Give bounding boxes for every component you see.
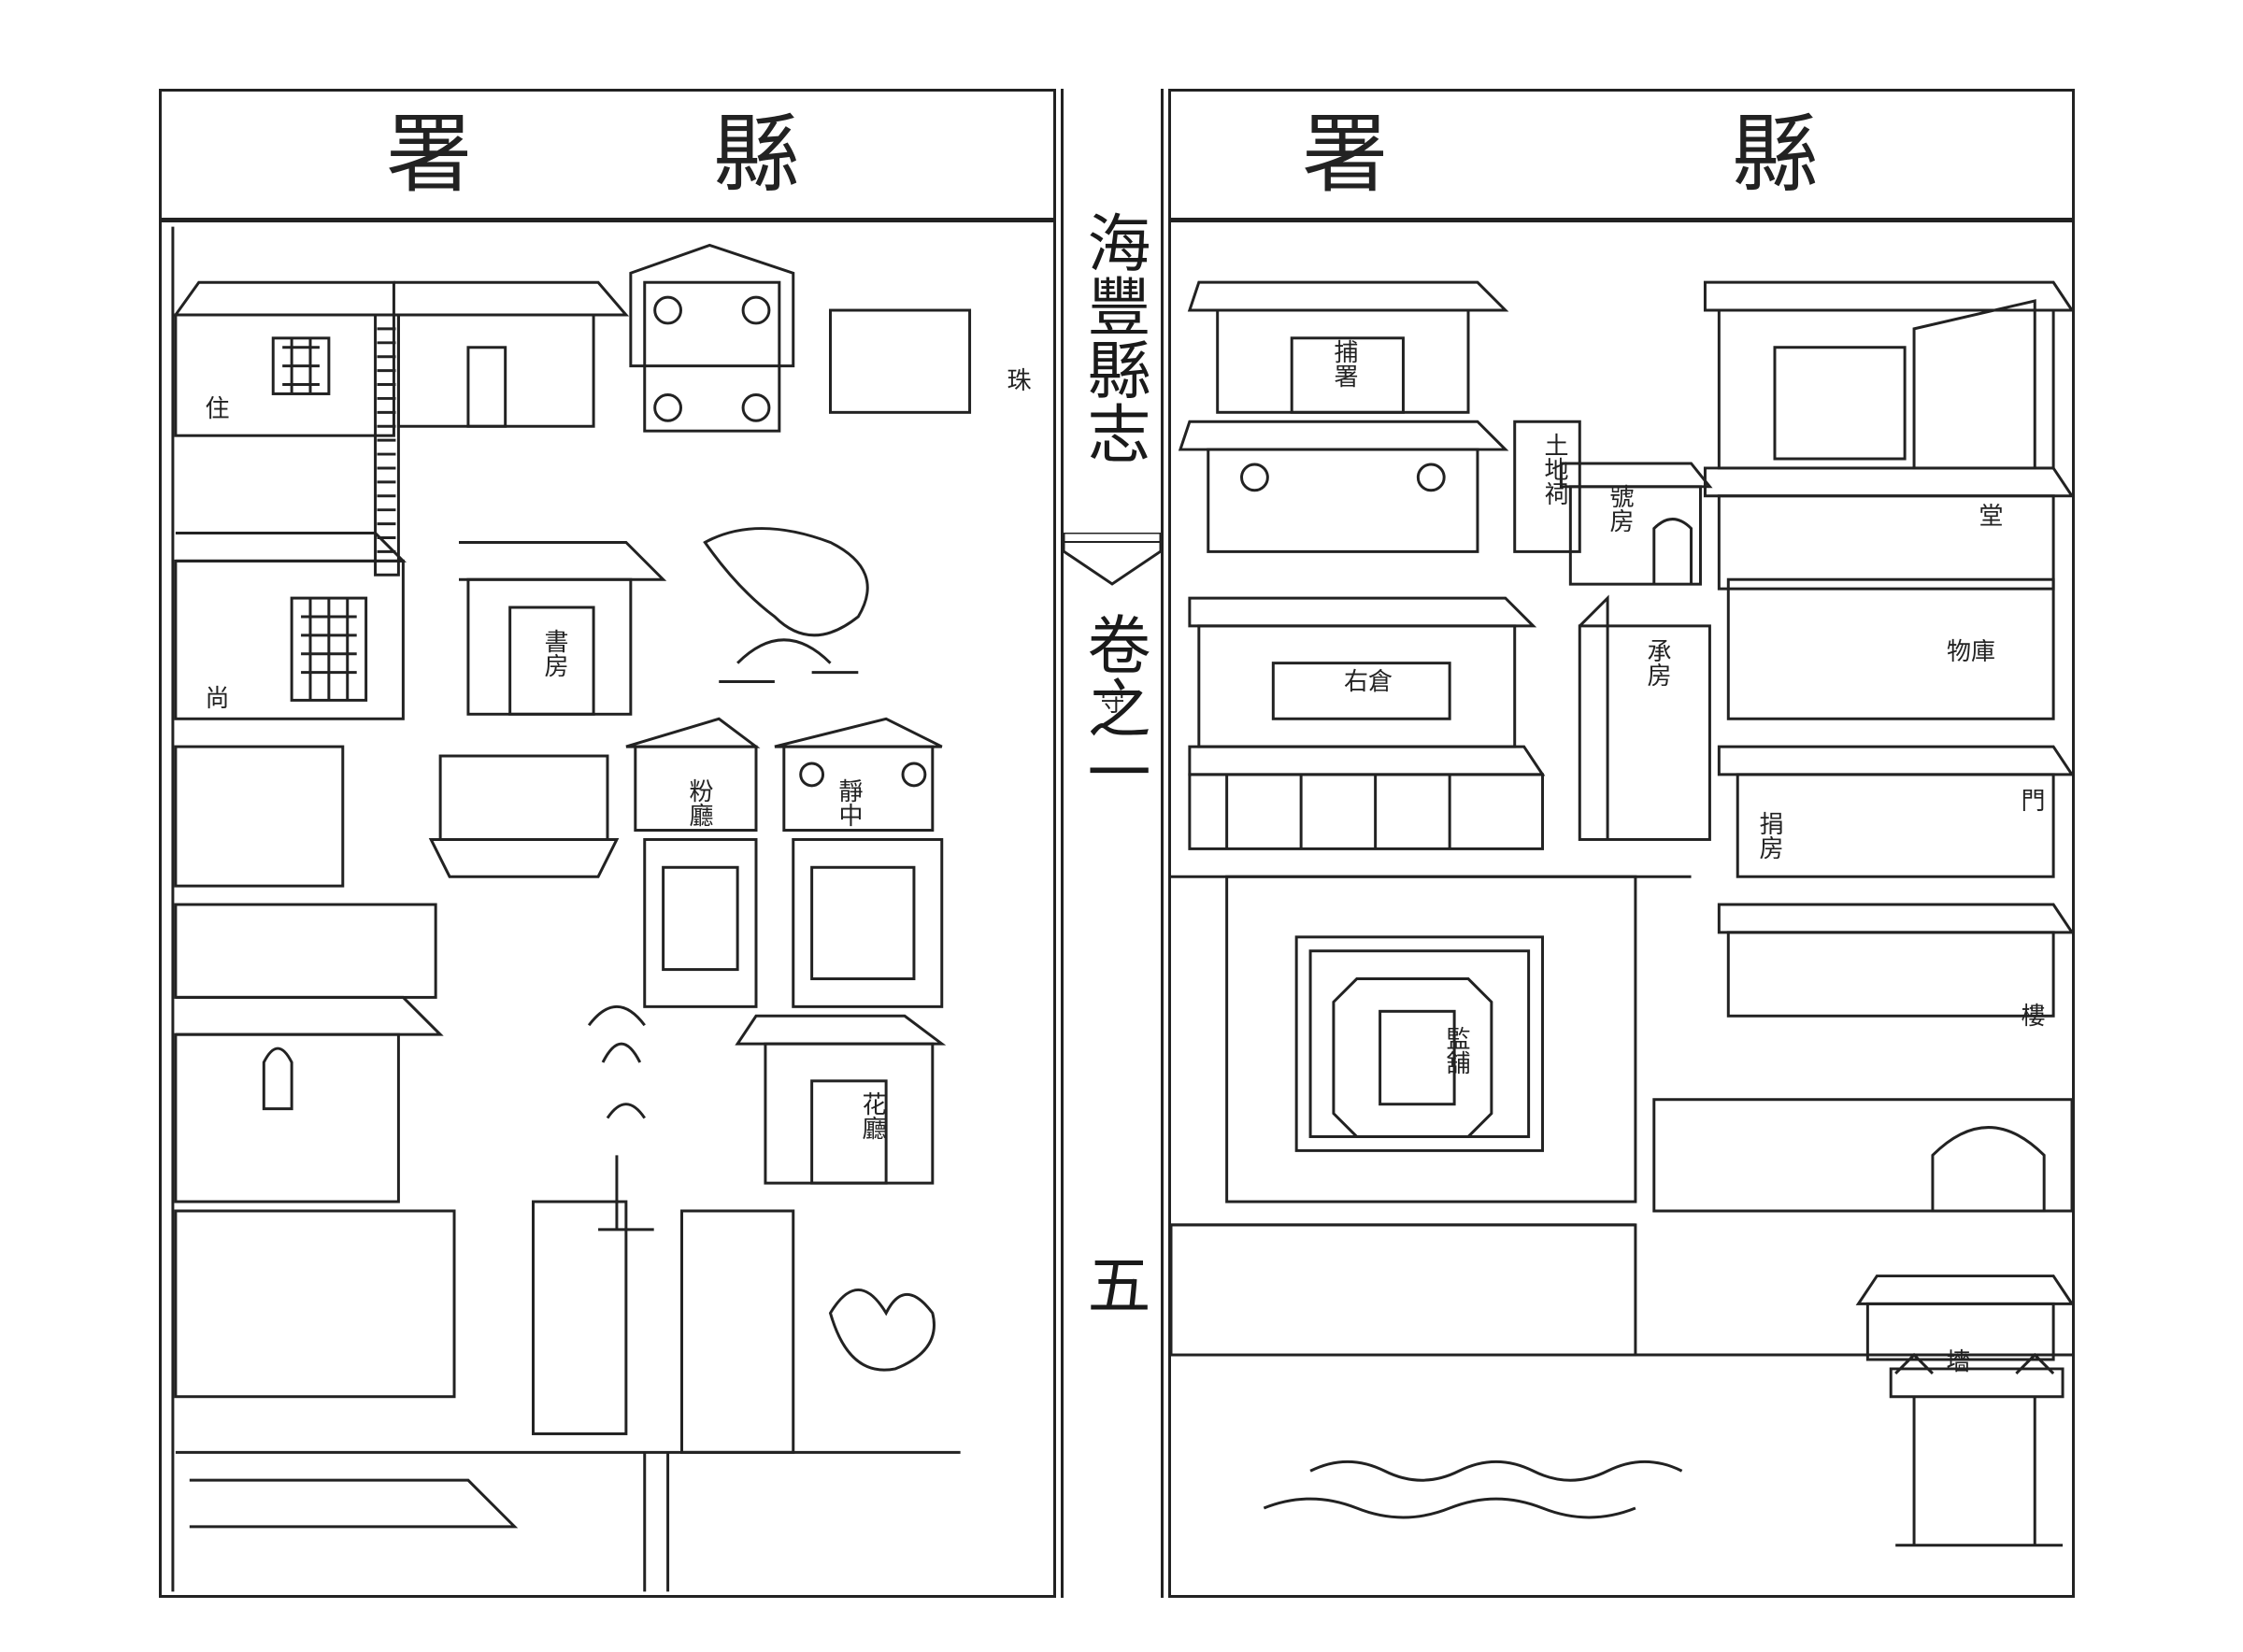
label-gongfang: 承房 (1643, 638, 1671, 687)
left-header-band: 縣 署 (162, 92, 1053, 222)
spine-book-title: 海豐縣志 (1076, 210, 1150, 464)
label-jingshi: 靜中 (835, 778, 863, 827)
label-youcang: 右倉 (1344, 668, 1393, 696)
label-jianwei: 守 (1096, 690, 1124, 714)
right-title-char-1: 縣 (1732, 105, 1819, 205)
label-haofang: 號房 (1606, 484, 1634, 533)
label-men: 門 (2017, 788, 2045, 812)
label-huating: 花廳 (858, 1091, 886, 1140)
label-zhaiye: 捐房 (1755, 811, 1783, 860)
right-header-band: 縣 署 (1171, 92, 2072, 222)
right-page: 縣 署 (1168, 89, 2075, 1598)
left-title-char-1: 縣 (713, 105, 800, 205)
label-tang: 堂 (1975, 503, 2003, 527)
spine-fishtail-marker (1064, 533, 1161, 586)
spine-volume: 卷之一 (1076, 612, 1150, 803)
label-bushu: 捕署 (1330, 339, 1358, 388)
label-qiang: 墻 (1942, 1348, 1970, 1373)
label-shang: 尚 (201, 685, 229, 709)
label-zhu: 住 (201, 395, 229, 420)
label-lou: 樓 (2017, 1003, 2045, 1027)
label-jianpu: 監舖 (1442, 1026, 1470, 1075)
right-compound-drawing (1171, 280, 2072, 1547)
label-wuku: 物庫 (1947, 638, 1996, 666)
spine-page-number: 五 (1076, 1252, 1150, 1316)
label-tudici: 土地祠 (1540, 433, 1568, 506)
left-page: 縣 署 (159, 89, 1124, 1598)
right-title-char-2: 署 (1302, 105, 1389, 205)
label-shufang: 書房 (540, 629, 568, 677)
left-title-char-2: 署 (386, 105, 473, 205)
label-fenting: 粉廳 (685, 778, 713, 827)
book-spine: 海豐縣志 卷之一 五 (1061, 89, 1164, 1598)
left-compound-drawing (171, 226, 972, 1592)
label-zhuma: 珠 (1003, 367, 1031, 392)
